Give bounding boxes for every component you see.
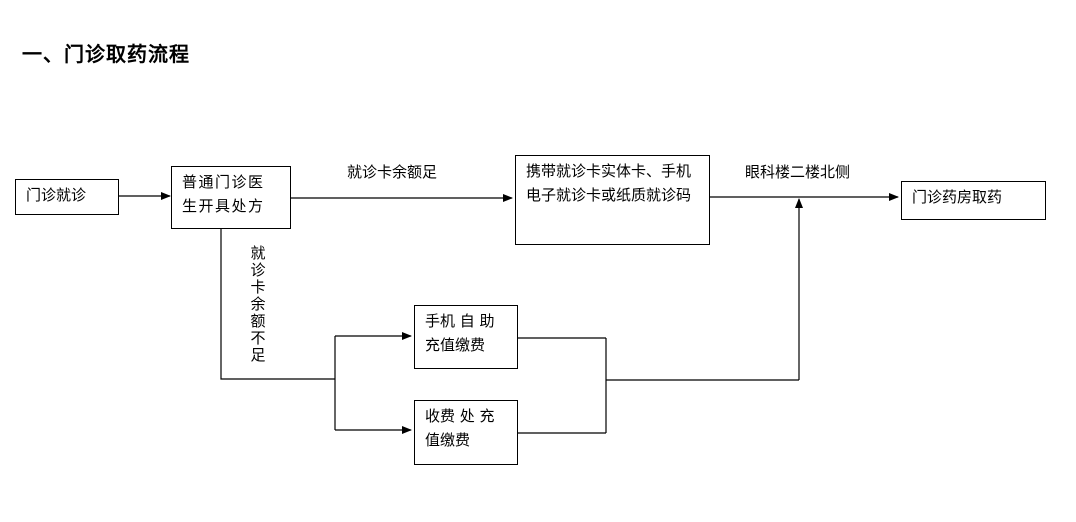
node-start: 门诊就诊 (15, 179, 119, 215)
node-pharmacy: 门诊药房取药 (901, 181, 1046, 220)
edge-label-location: 眼科楼二楼北侧 (745, 163, 851, 181)
edge-label-sufficient: 就诊卡余额足 (347, 163, 438, 181)
node-mobile-pay: 手机 自 助充值缴费 (414, 305, 518, 369)
page-title: 一、门诊取药流程 (22, 42, 190, 66)
edge-label-insufficient: 就诊卡余额不足 (250, 244, 266, 364)
node-bring-card: 携带就诊卡实体卡、手机电子就诊卡或纸质就诊码 (515, 155, 710, 245)
line-insufficient-branch (220, 228, 335, 380)
node-counter-pay: 收费 处 充值缴费 (414, 400, 518, 465)
node-prescription: 普通门诊医生开具处方 (171, 166, 291, 229)
